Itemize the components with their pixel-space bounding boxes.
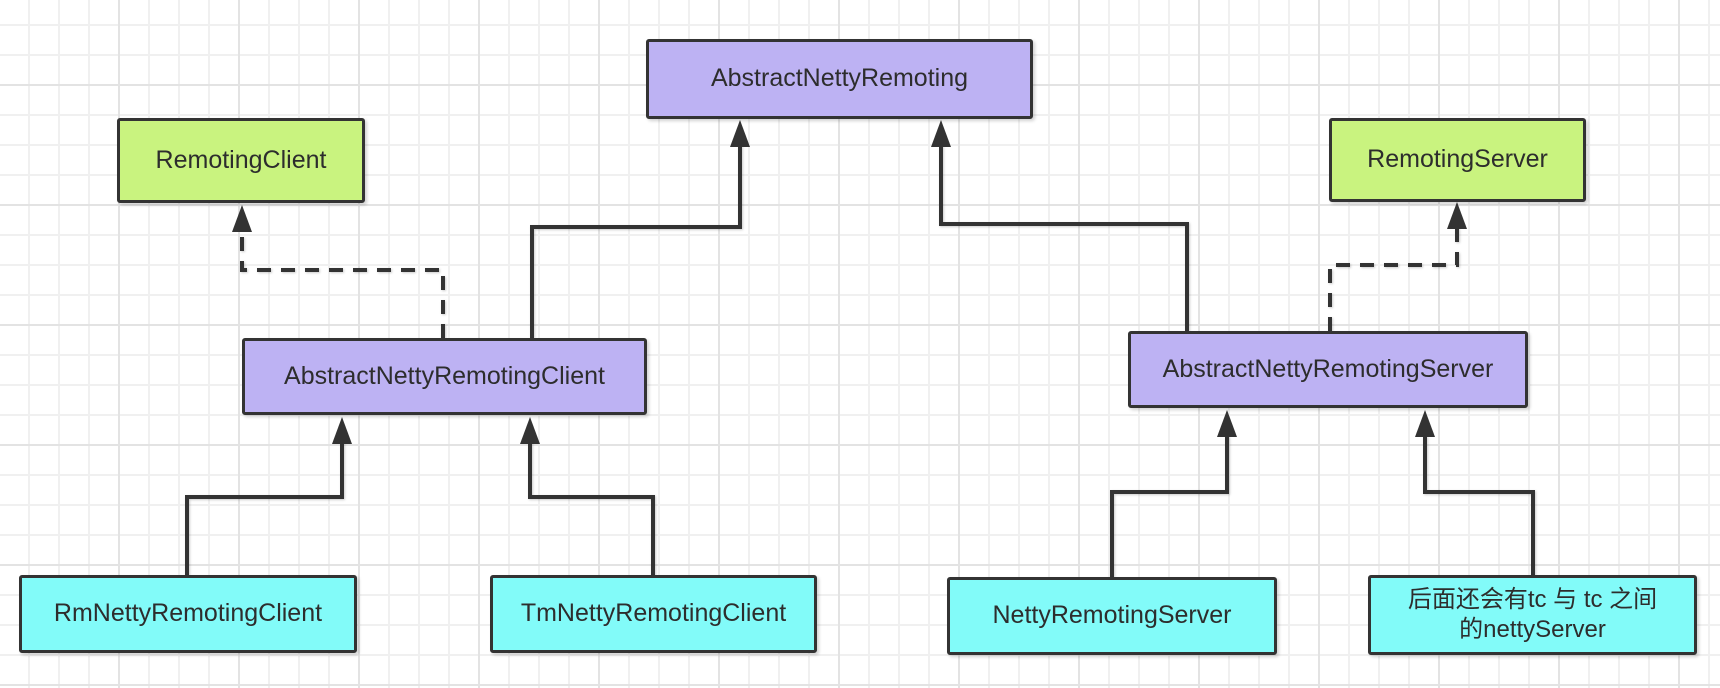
- class-label: RemotingClient: [155, 145, 327, 174]
- class-box-netty-remoting-server: NettyRemotingServer: [947, 577, 1277, 655]
- class-box-tc-server-note: 后面还会有tc 与 tc 之间 的nettyServer: [1368, 575, 1697, 655]
- class-box-rm-netty-remoting-client: RmNettyRemotingClient: [19, 575, 357, 653]
- arrowhead-extends-left: [730, 120, 750, 147]
- class-label: AbstractNettyRemoting: [710, 64, 969, 93]
- class-box-remoting-server: RemotingServer: [1329, 118, 1586, 202]
- arrowhead-extends-rm: [332, 417, 352, 444]
- class-box-abstract-netty-remoting: AbstractNettyRemoting: [646, 39, 1033, 119]
- note-line-1: 后面还会有tc 与 tc 之间: [1407, 586, 1658, 613]
- edge-tm-netty-remoting-client-to-abstract-netty-remoting-client: [520, 417, 655, 575]
- class-label: RmNettyRemotingClient: [53, 599, 323, 628]
- note-line-2: 的nettyServer: [1459, 616, 1606, 643]
- edge-netty-remoting-server-to-abstract-netty-remoting-server: [1110, 410, 1237, 577]
- arrowhead-extends-tm: [520, 417, 540, 444]
- edge-abstract-netty-remoting-server-to-abstract-netty-remoting: [931, 120, 1189, 331]
- edge-abstract-netty-remoting-client-to-abstract-netty-remoting: [530, 120, 750, 338]
- class-label: NettyRemotingServer: [992, 601, 1232, 630]
- arrowhead-implements-client: [232, 205, 252, 232]
- arrowhead-implements-server: [1447, 202, 1467, 229]
- edge-abstract-netty-remoting-client-to-remoting-client: [232, 205, 445, 338]
- arrowhead-extends-tc-note: [1415, 410, 1435, 437]
- class-box-tm-netty-remoting-client: TmNettyRemotingClient: [490, 575, 817, 653]
- class-box-abstract-netty-remoting-server: AbstractNettyRemotingServer: [1128, 331, 1528, 408]
- class-label: 后面还会有tc 与 tc 之间 的nettyServer: [1408, 585, 1657, 645]
- class-box-abstract-netty-remoting-client: AbstractNettyRemotingClient: [242, 338, 647, 415]
- class-label: RemotingServer: [1367, 145, 1548, 174]
- arrowhead-extends-right: [931, 120, 951, 147]
- edge-rm-netty-remoting-client-to-abstract-netty-remoting-client: [185, 417, 352, 575]
- edge-tc-server-note-to-abstract-netty-remoting-server: [1415, 410, 1535, 575]
- class-label: AbstractNettyRemotingServer: [1162, 354, 1494, 383]
- edge-abstract-netty-remoting-server-to-remoting-server: [1328, 202, 1467, 331]
- arrowhead-extends-netty-server: [1217, 410, 1237, 437]
- class-label: AbstractNettyRemotingClient: [284, 361, 605, 390]
- class-box-remoting-client: RemotingClient: [117, 118, 365, 203]
- class-label: TmNettyRemotingClient: [520, 599, 787, 628]
